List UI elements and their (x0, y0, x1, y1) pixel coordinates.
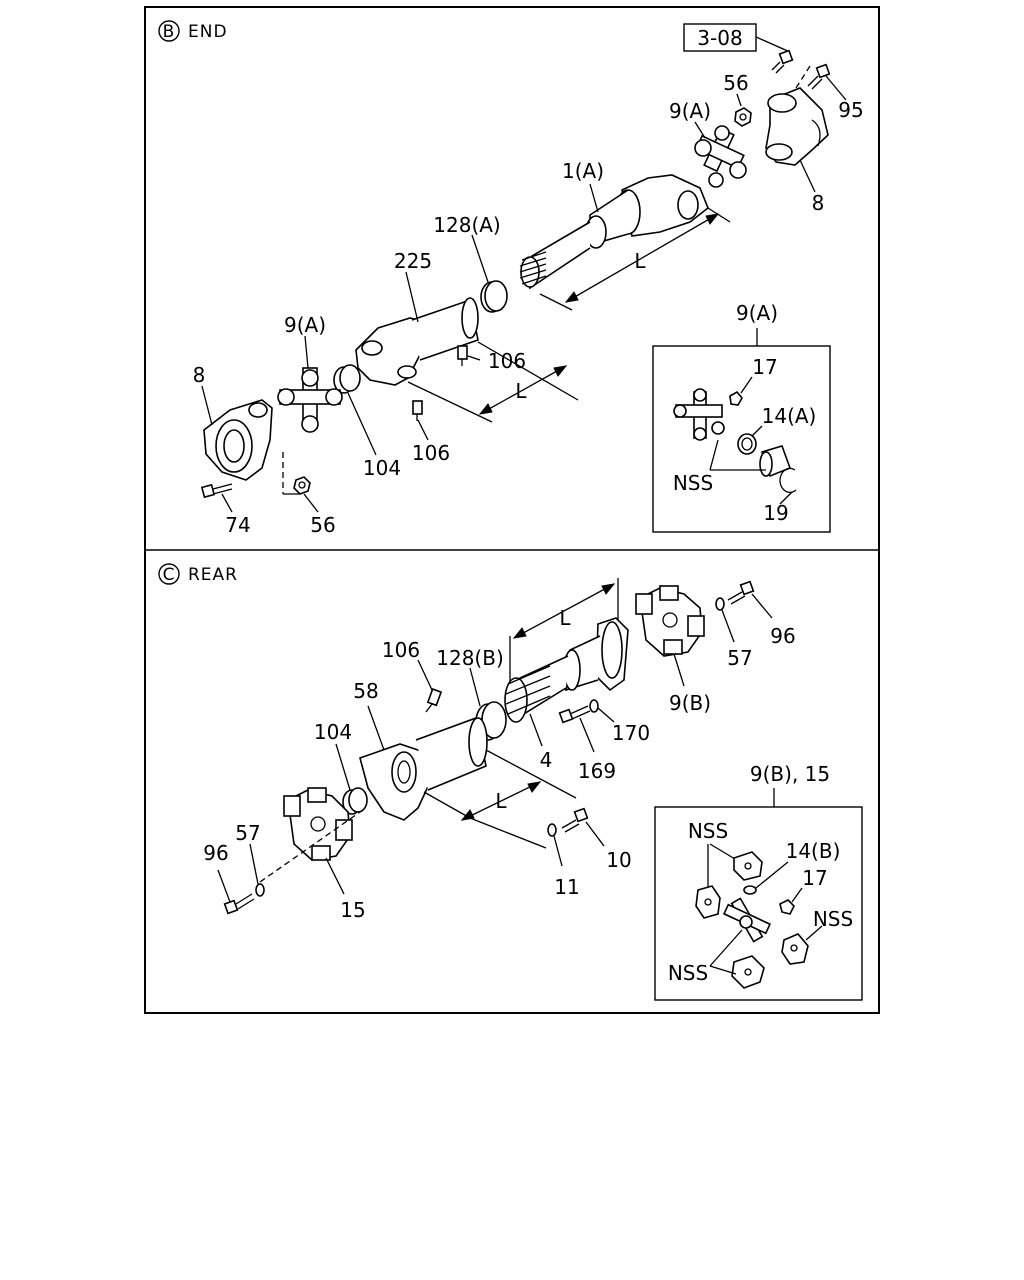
fitting-106-low (412, 400, 429, 441)
cross-9a-top (694, 121, 747, 188)
inset-9a-frame (652, 345, 831, 533)
nut-56-low (282, 452, 319, 513)
section-rear-badge: C (163, 565, 176, 585)
rear-dimension-L-low (423, 749, 577, 849)
inset-9b-frame (654, 806, 863, 1001)
label-56-top: 56 (723, 71, 748, 95)
label-104: 104 (363, 456, 401, 480)
rear-washer-11 (547, 823, 563, 867)
inset-9a-title: 9(A) (736, 301, 778, 325)
bolt-74 (200, 483, 233, 513)
rear-bolt-96-right (727, 580, 773, 619)
rear-bolt-10 (561, 807, 605, 847)
rear-bolt-96-left (217, 869, 255, 915)
section-end-badge: B (163, 22, 176, 42)
rear-label-169: 169 (578, 759, 616, 783)
label-74: 74 (225, 513, 250, 537)
tube-225 (355, 271, 479, 386)
label-106-mid: 106 (488, 349, 526, 373)
diagram-frame (144, 6, 880, 1014)
label-56-low: 56 (310, 513, 335, 537)
rear-label-106: 106 (382, 638, 420, 662)
rear-bolt-169 (558, 705, 595, 753)
rear-label-57-right: 57 (727, 646, 752, 670)
rear-label-L-low: L (495, 789, 507, 813)
rear-label-4: 4 (540, 748, 553, 772)
rear-label-9b: 9(B) (669, 691, 711, 715)
dimension-L-left (407, 341, 579, 423)
rear-washer-170 (589, 699, 615, 723)
label-8-left: 8 (193, 363, 206, 387)
rear-label-11: 11 (554, 875, 579, 899)
label-L-left: L (515, 379, 527, 403)
reference-leader (755, 36, 791, 53)
rear-cross-9b (635, 585, 705, 687)
yoke-8-right (765, 87, 829, 193)
inset-9a-label-nss: NSS (673, 471, 713, 495)
bolt-95 (807, 63, 847, 101)
rear-label-170: 170 (612, 721, 650, 745)
inset-9b-label-nss-right: NSS (813, 907, 853, 931)
bolt-top-a (771, 49, 794, 74)
rear-label-96-right: 96 (770, 624, 795, 648)
inset-9a-label-19: 19 (763, 501, 788, 525)
yoke-8-left (201, 385, 273, 481)
label-128a: 128(A) (433, 213, 500, 237)
rear-label-58: 58 (353, 679, 378, 703)
rear-label-L-top: L (559, 606, 571, 630)
rear-yoke-58 (359, 705, 488, 821)
label-L-top: L (634, 249, 646, 273)
section-end-header: B END (158, 20, 228, 42)
fitting-106-mid (457, 345, 481, 366)
bearing-104 (333, 364, 377, 456)
inset-9a-label-17: 17 (752, 355, 777, 379)
section-rear-header: C REAR (158, 563, 238, 585)
cross-9a-left (277, 335, 343, 433)
rear-label-96-left: 96 (203, 841, 228, 865)
inset-9b-label-nss-bottom: NSS (668, 961, 708, 985)
label-95: 95 (838, 98, 863, 122)
rear-cross-15 (259, 787, 361, 895)
label-8-right: 8 (812, 191, 825, 215)
seal-128a (471, 234, 508, 313)
rear-label-15: 15 (340, 898, 365, 922)
rear-label-57-left: 57 (235, 821, 260, 845)
nut-56-top (734, 93, 752, 127)
shaft-1a-splines (519, 251, 547, 285)
rear-shaft-4-splines (505, 665, 551, 715)
shaft-1a (519, 174, 709, 290)
rear-washer-57-right (715, 597, 735, 643)
inset-9a-label-14a: 14(A) (762, 404, 817, 428)
label-9a-top: 9(A) (669, 99, 711, 123)
dimension-L-top (539, 207, 731, 311)
section-end-badge-circle (158, 20, 180, 42)
section-rear-title: REAR (188, 565, 238, 585)
inset-9b-label-nss-top: NSS (688, 819, 728, 843)
rear-bearing-104 (335, 743, 368, 815)
inset-9b-label-17: 17 (802, 866, 827, 890)
label-9a-left: 9(A) (284, 313, 326, 337)
reference-box-label: 3-08 (697, 26, 742, 50)
reference-box: 3-08 (683, 23, 791, 53)
label-106-low: 106 (412, 441, 450, 465)
section-rear-badge-circle (158, 563, 180, 585)
inset-9b-label-14b: 14(B) (786, 839, 841, 863)
inset-9b-15: 9(B), 15 NSS 14(B) 17 NSS NSS (654, 762, 863, 1001)
rear-shaft-4 (504, 617, 629, 747)
inset-9b-title: 9(B), 15 (750, 762, 830, 786)
rear-washer-57-left (249, 843, 265, 897)
rear-label-10: 10 (606, 848, 631, 872)
inset-9a: 9(A) 17 14(A) 19 NSS (652, 301, 831, 533)
label-1a: 1(A) (562, 159, 604, 183)
rear-label-104: 104 (314, 720, 352, 744)
label-225: 225 (394, 249, 432, 273)
rear-fitting-106 (417, 659, 443, 713)
rear-label-128b: 128(B) (436, 646, 504, 670)
section-end-title: END (188, 22, 228, 42)
bolt-axis-dash (795, 65, 811, 89)
